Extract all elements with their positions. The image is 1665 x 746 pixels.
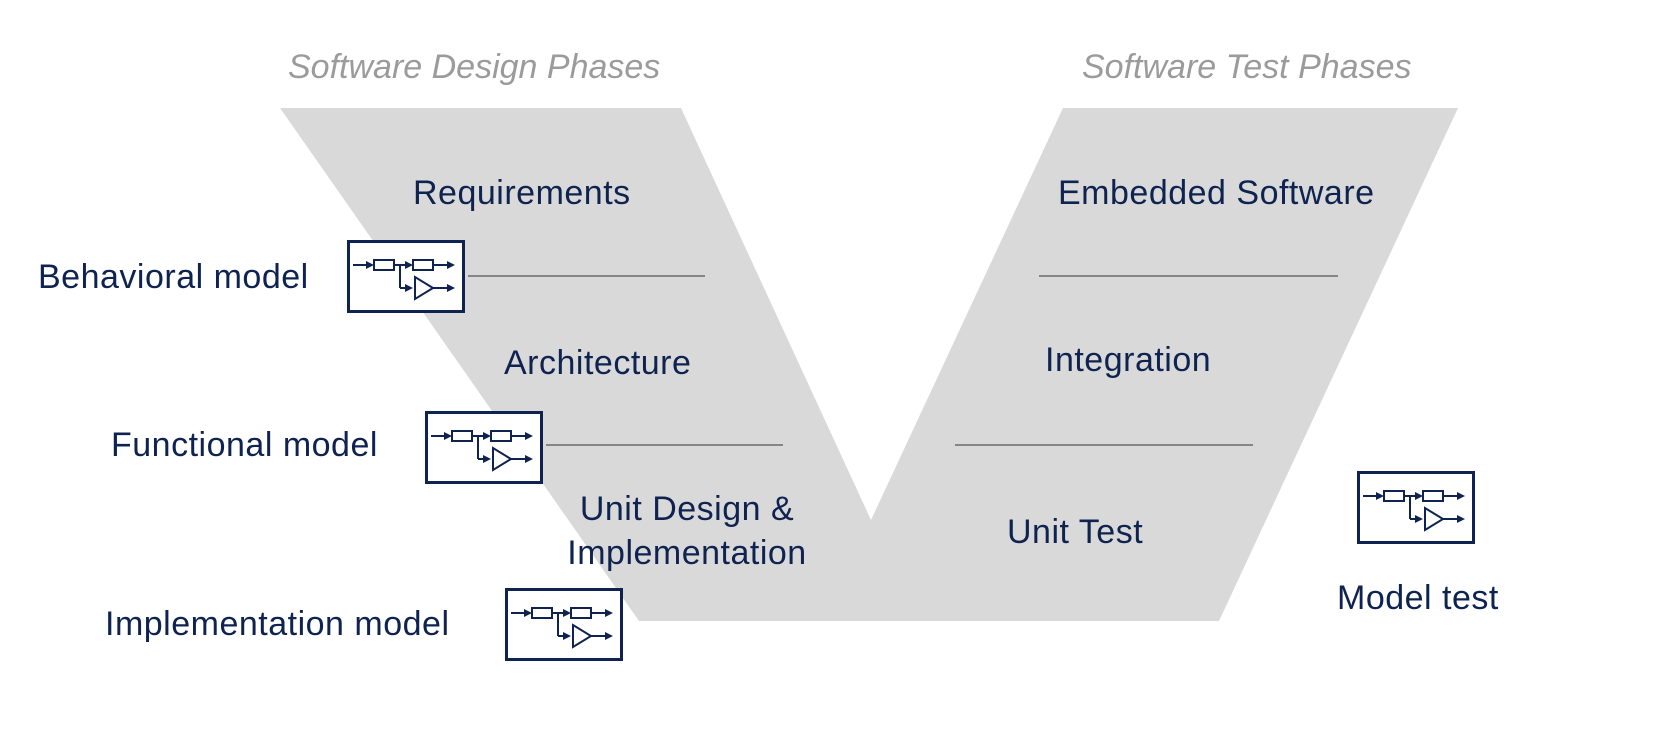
phase-unit-design: Unit Design & Implementation — [552, 492, 822, 570]
v-shape-fill — [280, 108, 1458, 621]
phase-unit-design-line1: Unit Design & — [579, 490, 795, 528]
label-functional-model: Functional model — [111, 426, 378, 464]
model-test-icon — [1357, 471, 1475, 544]
phase-integration: Integration — [1045, 341, 1212, 379]
phase-unit-test: Unit Test — [1007, 513, 1144, 551]
phase-unit-design-line2: Implementation — [567, 534, 807, 572]
functional-model-icon — [425, 411, 543, 484]
test-phases-title: Software Test Phases — [1082, 48, 1412, 86]
phase-requirements: Requirements — [413, 174, 631, 212]
phase-embedded-software: Embedded Software — [1058, 174, 1375, 212]
phase-architecture: Architecture — [504, 344, 692, 382]
behavioral-model-icon — [347, 240, 465, 313]
label-behavioral-model: Behavioral model — [38, 258, 309, 296]
design-phases-title: Software Design Phases — [288, 48, 661, 86]
label-model-test: Model test — [1337, 579, 1499, 617]
implementation-model-icon — [505, 588, 623, 661]
label-implementation-model: Implementation model — [105, 605, 450, 643]
